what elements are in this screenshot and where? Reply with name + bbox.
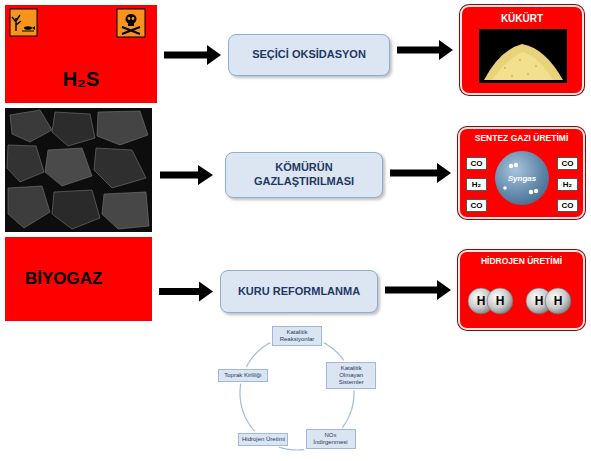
toxic-hazard-icon bbox=[117, 9, 145, 37]
cycle-arc-line bbox=[324, 343, 344, 361]
node-text: HİDROJEN ÜRETİMİ bbox=[481, 256, 562, 266]
hydrogen-molecule bbox=[468, 288, 513, 314]
arrow-shaft bbox=[159, 288, 200, 295]
arrow-head bbox=[199, 282, 213, 302]
coal-arrow bbox=[160, 165, 213, 185]
process-box: KÖMÜRÜN GAZLAŞTIRILMASI bbox=[225, 152, 383, 198]
cycle-box: Katalitik Reaksiyonlar bbox=[272, 326, 322, 346]
block-arrow bbox=[164, 45, 221, 65]
node-text: CO bbox=[471, 202, 483, 210]
block-arrow bbox=[159, 282, 213, 302]
node-text: CO bbox=[471, 160, 483, 168]
arrow-shaft bbox=[397, 47, 440, 54]
cycle-box: NOx İndirgenmesi bbox=[306, 429, 356, 449]
gas-box: CO bbox=[557, 157, 578, 170]
product-box: KÜKÜRT bbox=[460, 5, 584, 95]
block-arrow bbox=[385, 280, 451, 300]
arrow-head bbox=[439, 40, 453, 60]
cycle-arc bbox=[324, 343, 344, 361]
cycle-arc bbox=[240, 384, 255, 432]
node-text: H₂S bbox=[63, 68, 100, 91]
cycle-arc-line bbox=[342, 391, 354, 428]
hydrogen-molecule bbox=[526, 288, 571, 314]
cycle-arc-line bbox=[279, 447, 304, 450]
node-text: SENTEZ GAZI ÜRETİMİ bbox=[475, 133, 569, 143]
syngas-circle: Syngas bbox=[495, 151, 549, 205]
arrow-head bbox=[437, 163, 451, 183]
cycle-arc bbox=[279, 447, 304, 450]
node-text: H₂ bbox=[472, 181, 481, 189]
gas-box: H₂ bbox=[466, 178, 487, 191]
node-text: BİYOGAZ bbox=[25, 269, 102, 289]
block-arrow bbox=[397, 40, 453, 60]
gas-box: CO bbox=[557, 199, 578, 212]
product-box: HİDROJEN ÜRETİMİ bbox=[458, 250, 585, 330]
node-text: CO bbox=[562, 202, 574, 210]
cycle-box: Hidrojen Üretimi bbox=[238, 433, 288, 446]
node-text: Hidrojen Üretimi bbox=[242, 436, 285, 443]
block-arrow bbox=[390, 163, 451, 183]
cycle-box: Katalitik Olmayan Sistemler bbox=[326, 362, 376, 389]
node-text: KÖMÜRÜN GAZLAŞTIRILMASI bbox=[234, 161, 374, 189]
cycle-box: Toprak Kirliliği bbox=[218, 369, 268, 382]
product-box: SENTEZ GAZI ÜRETİMİCOSyngasCOH₂H₂COCO bbox=[458, 127, 585, 219]
arrow-head bbox=[207, 45, 221, 65]
process-box: SEÇİCİ OKSİDASYON bbox=[228, 34, 390, 76]
source-box: BİYOGAZ bbox=[5, 237, 152, 321]
syngas-molecule-dots bbox=[503, 163, 538, 194]
arrow-shaft bbox=[164, 52, 208, 59]
gas-box: CO bbox=[466, 199, 487, 212]
arrow-shaft bbox=[385, 287, 438, 294]
coal-lumps bbox=[7, 110, 149, 229]
node-text: Syngas bbox=[508, 174, 536, 183]
node-text: KURU REFORMLANMA bbox=[238, 285, 360, 299]
node-text: NOx İndirgenmesi bbox=[309, 432, 353, 446]
coal-picture bbox=[5, 108, 152, 232]
gas-box: H₂ bbox=[557, 178, 578, 191]
sulfur-picture bbox=[479, 29, 567, 83]
node-text: Katalitik Olmayan Sistemler bbox=[329, 365, 373, 386]
node-text: Toprak Kirliliği bbox=[224, 372, 261, 379]
cycle-arc-line bbox=[246, 343, 270, 367]
node-text: KÜKÜRT bbox=[501, 13, 543, 24]
cycle-arc bbox=[246, 343, 270, 367]
node-text: SEÇİCİ OKSİDASYON bbox=[252, 48, 366, 62]
node-text: CO bbox=[562, 160, 574, 168]
cycle-arc bbox=[342, 391, 354, 428]
hazard-box: H₂S bbox=[5, 5, 157, 103]
gas-box: CO bbox=[466, 157, 487, 170]
process-box: KURU REFORMLANMA bbox=[220, 270, 378, 313]
environment-hazard-icon bbox=[10, 9, 37, 36]
arrow-head bbox=[437, 280, 451, 300]
cycle-arc-line bbox=[240, 384, 255, 432]
arrow-shaft bbox=[390, 170, 438, 177]
node-text: Katalitik Reaksiyonlar bbox=[275, 329, 319, 343]
node-text: H₂ bbox=[563, 181, 572, 189]
